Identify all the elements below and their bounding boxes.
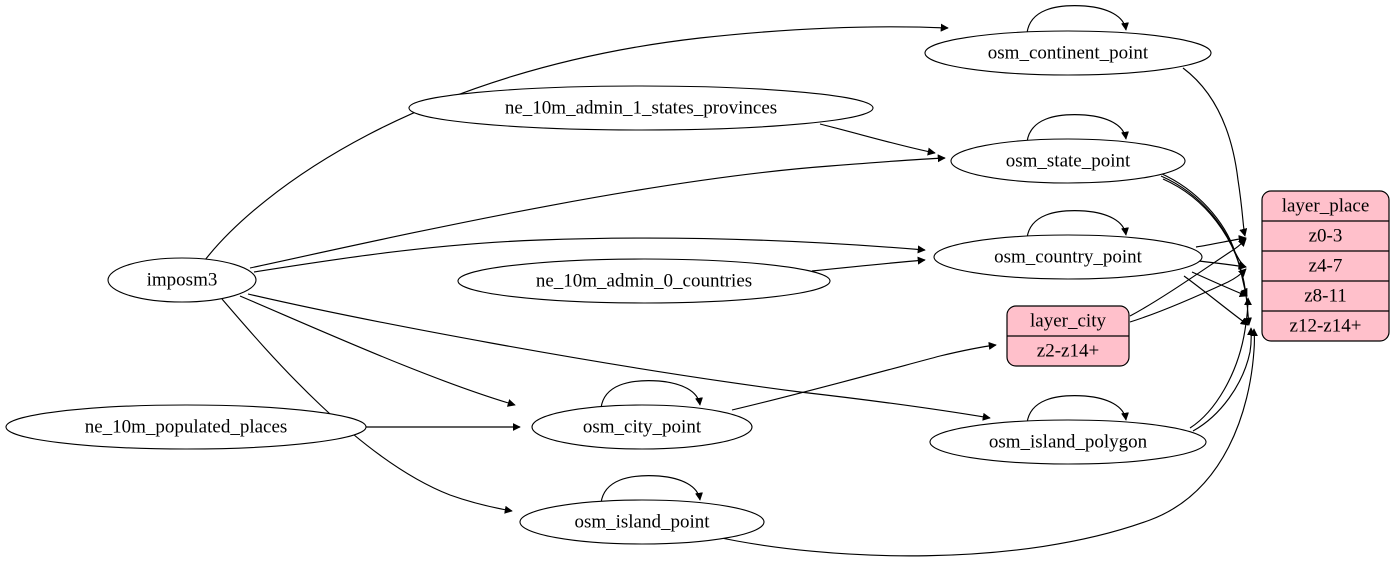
edge-imposm3-to-osm_island_point <box>221 298 513 514</box>
node-osm_island_polygon[interactable]: osm_island_polygon <box>929 419 1207 465</box>
edge-osm_island_polygon-to-layer_place-z8-11 <box>1189 297 1253 429</box>
edges-layer <box>204 5 1259 557</box>
node-label-osm_country_point: osm_country_point <box>994 246 1142 267</box>
node-label-ne_10m_admin_0_countries: ne_10m_admin_0_countries <box>536 270 752 291</box>
node-imposm3[interactable]: imposm3 <box>107 257 257 303</box>
edge-imposm3-to-osm_country_point <box>253 237 926 273</box>
edge-ne_countries-to-osm_country_point <box>811 256 926 272</box>
edge-osm_city_point-to-layer_city <box>731 341 997 411</box>
self-loop-osm_island_point <box>600 475 703 504</box>
node-label-imposm3: imposm3 <box>147 269 218 290</box>
node-label-osm_continent_point: osm_continent_point <box>988 42 1149 63</box>
node-label-ne_10m_admin_1_states_provinces: ne_10m_admin_1_states_provinces <box>505 97 777 118</box>
node-osm_continent_point[interactable]: osm_continent_point <box>924 30 1212 76</box>
layer_city-title: layer_city <box>1030 310 1106 331</box>
self-loop-osm_city_point <box>600 380 703 409</box>
node-ne_10m_admin_0_countries[interactable]: ne_10m_admin_0_countries <box>457 258 831 304</box>
node-osm_island_point[interactable]: osm_island_point <box>519 499 765 545</box>
edge-layer_city-to-layer_place-z0-3 <box>1129 238 1247 317</box>
edge-osm_continent_point-to-layer_place-z0-3 <box>1182 67 1248 237</box>
edge-imposm3-to-osm_state_point <box>249 154 946 269</box>
node-label-osm_island_polygon: osm_island_polygon <box>989 431 1148 452</box>
edge-osm_island_point-to-layer_place-z12-z14 <box>711 328 1259 557</box>
edge-osm_country_point-to-layer_place-z12-z14 <box>1183 275 1249 326</box>
layer_place-field-z12-z14plus[interactable]: z12-z14+ <box>1290 315 1362 336</box>
edge-layer_city-to-layer_place-z4-7 <box>1129 268 1247 323</box>
self-loop-osm_island_polygon <box>1026 395 1129 424</box>
layer_place-field-z8-11[interactable]: z8-11 <box>1304 285 1347 306</box>
node-label-osm_island_point: osm_island_point <box>574 511 710 532</box>
nodes-layer: imposm3 ne_10m_admin_1_states_provinces … <box>5 30 1390 545</box>
node-label-osm_state_point: osm_state_point <box>1006 150 1131 171</box>
edge-osm_country_point-to-layer_place-z4-7 <box>1198 260 1247 270</box>
node-label-ne_10m_populated_places: ne_10m_populated_places <box>85 416 288 437</box>
layer_place-title: layer_place <box>1282 195 1370 216</box>
node-label-osm_city_point: osm_city_point <box>583 416 702 437</box>
node-ne_10m_admin_1_states_provinces[interactable]: ne_10m_admin_1_states_provinces <box>408 85 874 131</box>
edge-imposm3-to-osm_continent_point <box>204 23 949 261</box>
node-ne_10m_populated_places[interactable]: ne_10m_populated_places <box>5 404 367 450</box>
edge-imposm3-to-osm_island_polygon <box>247 293 991 421</box>
node-osm_city_point[interactable]: osm_city_point <box>531 404 753 450</box>
edge-imposm3-to-osm_city_point <box>239 295 516 407</box>
node-osm_country_point[interactable]: osm_country_point <box>933 234 1203 280</box>
layer_place-field-z4-7[interactable]: z4-7 <box>1309 255 1343 276</box>
edge-ne_states-to-osm_state_point <box>819 123 936 156</box>
self-loop-osm_state_point <box>1026 114 1129 143</box>
node-osm_state_point[interactable]: osm_state_point <box>950 138 1186 184</box>
layer_place-field-z0-3[interactable]: z0-3 <box>1309 225 1343 246</box>
self-loop-osm_continent_point <box>1026 5 1129 34</box>
node-layer_city[interactable]: layer_city z2-z14+ <box>1006 305 1130 367</box>
layer_city-field-z2-z14plus[interactable]: z2-z14+ <box>1037 340 1099 361</box>
self-loop-osm_country_point <box>1026 210 1129 239</box>
node-layer_place[interactable]: layer_place z0-3 z4-7 z8-11 z12-z14+ <box>1261 190 1390 342</box>
